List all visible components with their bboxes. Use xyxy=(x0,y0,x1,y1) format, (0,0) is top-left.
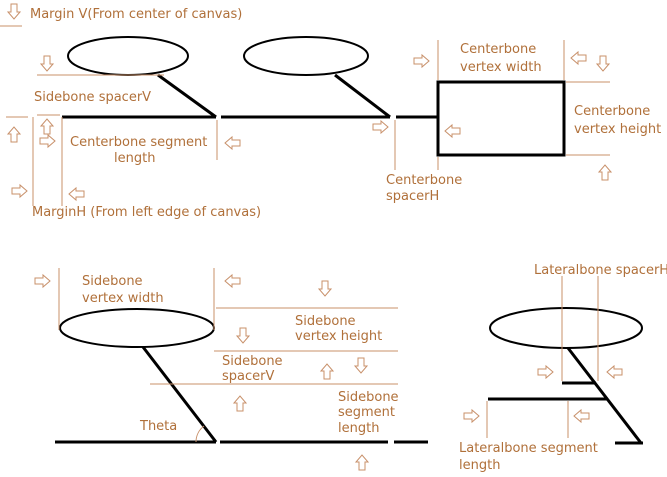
sidebone-vertex-ellipse xyxy=(243,36,369,76)
sidebone-vertex-width-label: vertex width xyxy=(82,291,164,306)
margin-v-arrow-icon xyxy=(7,3,21,20)
sidebone xyxy=(157,73,217,119)
centerbone-vertex-height-label: Centerbone xyxy=(574,104,650,119)
centerbone-segment-length-label: Centerbone segment xyxy=(70,135,207,150)
sidebone-spacer-v-label: Sidebone xyxy=(222,354,283,369)
right-arrow-icon xyxy=(372,120,389,134)
centerbone-vertex-box xyxy=(436,80,566,157)
centerbone-vertex-width-label: vertex width xyxy=(460,60,542,75)
up-arrow-icon xyxy=(598,164,612,181)
margin-h-label: MarginH (From left edge of canvas) xyxy=(32,205,261,220)
left-arrow-icon xyxy=(68,187,85,201)
sidebone-vertex-width-label: Sidebone xyxy=(82,274,143,289)
up-arrow-icon xyxy=(40,118,54,135)
centerbone-segment-length-label: length xyxy=(114,151,155,166)
right-arrow-icon xyxy=(11,184,28,198)
centerbone-vertex-width-label: Centerbone xyxy=(460,42,536,57)
lateralbone-detail-diagram: Lateralbone spacerH Lateralbone segment … xyxy=(459,263,667,473)
left-arrow-icon xyxy=(444,124,461,138)
sidebone-vertex-ellipse xyxy=(67,36,189,76)
sidebone-vertex-height-label: Sidebone xyxy=(295,314,356,329)
sidebone-segment-length-label: segment xyxy=(338,405,395,420)
sidebone-segment-length-label: length xyxy=(338,421,379,436)
right-arrow-icon xyxy=(537,365,554,379)
down-arrow-icon xyxy=(596,55,610,72)
sidebone-spacer-v-label: spacerV xyxy=(222,369,274,384)
margin-v-label: Margin V(From center of canvas) xyxy=(30,7,242,22)
lateralbone-spacer-h-label: Lateralbone spacerH xyxy=(534,263,667,278)
sidebone xyxy=(334,73,391,119)
down-arrow-icon xyxy=(40,55,54,72)
theta-label: Theta xyxy=(139,419,177,434)
sidebone-vertex-ellipse xyxy=(489,307,643,349)
centerbone-spacer-h-label: spacerH xyxy=(386,189,439,204)
sidebone-vertex-ellipse xyxy=(59,308,215,348)
left-arrow-icon xyxy=(224,136,241,150)
right-arrow-icon xyxy=(413,54,430,68)
left-arrow-icon xyxy=(570,51,587,65)
lateralbone-segment-length-label: Lateralbone segment xyxy=(459,441,598,456)
right-arrow-icon xyxy=(34,274,51,288)
up-arrow-icon xyxy=(355,454,369,471)
sidebone-vertex-height-label: vertex height xyxy=(295,329,382,344)
down-arrow-icon xyxy=(354,357,368,374)
sidebone-detail-diagram: Theta Sidebone vertex width Sidebone ver… xyxy=(34,268,428,471)
right-arrow-icon xyxy=(39,134,56,148)
sidebone xyxy=(566,347,643,444)
centerbone-vertex-height-label: vertex height xyxy=(574,122,661,137)
sidebone-spacer-v-label: Sidebone spacerV xyxy=(34,90,151,105)
up-arrow-icon xyxy=(7,126,21,143)
centerbone-spacer-h-label: Centerbone xyxy=(386,173,462,188)
left-arrow-icon xyxy=(606,365,623,379)
left-arrow-icon xyxy=(573,409,590,423)
sidebone-segment-length-label: Sidebone xyxy=(338,390,399,405)
theta-arc xyxy=(195,425,205,443)
down-arrow-icon xyxy=(236,327,250,344)
up-arrow-icon xyxy=(320,363,334,380)
top-diagram: Margin V(From center of canvas) Sidebone… xyxy=(0,3,661,220)
lateralbone-segment-length-label: length xyxy=(459,458,500,473)
left-arrow-icon xyxy=(224,274,241,288)
down-arrow-icon xyxy=(318,280,332,297)
up-arrow-icon xyxy=(233,395,247,412)
right-arrow-icon xyxy=(463,409,480,423)
